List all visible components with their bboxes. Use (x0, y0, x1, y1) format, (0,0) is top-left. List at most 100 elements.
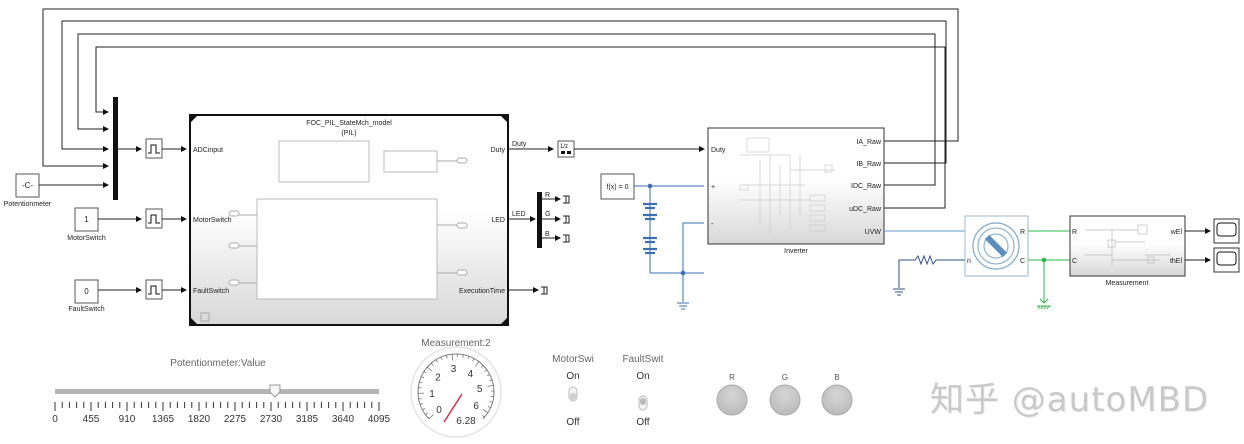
scope-wel-block[interactable] (1213, 218, 1240, 244)
lamp-icon (821, 384, 853, 416)
slider-tick-label: 3185 (296, 414, 319, 425)
solver-config-block[interactable]: f(x) = 0 (600, 173, 635, 200)
rate-transition-block[interactable] (145, 138, 163, 159)
lamp-label: B (834, 373, 839, 382)
slider-thumb[interactable] (269, 384, 281, 398)
potentiometer-value: -C- (22, 181, 33, 190)
demux-b-label: B (545, 231, 550, 238)
gauge-minor-tick (425, 412, 429, 415)
measurement-block[interactable]: R C wEl thEl Measurement (1069, 215, 1186, 287)
fault-switch-toggle[interactable]: FaultSwit On Off (622, 354, 663, 428)
inner-block (383, 150, 438, 173)
pil-model-block[interactable]: FOC_PIL_StateMch_model (PIL) ADCinput Mo… (189, 114, 509, 326)
led-demux[interactable] (537, 192, 542, 248)
fault-switch-value: 0 (84, 287, 89, 296)
gauge-minor-tick (487, 406, 491, 408)
measurement-port-wel: wEl (1170, 229, 1183, 236)
lamp-r: R (716, 373, 748, 416)
gauge-major-tick (482, 409, 489, 413)
lamp-b: B (821, 373, 853, 416)
rate-transition-block[interactable] (145, 208, 163, 229)
scope-thel-block[interactable] (1213, 247, 1240, 273)
inverter-port-udc: uDC_Raw (849, 206, 882, 213)
feedback-lines (42, 8, 959, 209)
pmsm-motor-block[interactable]: n R C (964, 215, 1029, 277)
gauge-major-tick (427, 366, 433, 372)
zoh-block[interactable]: 1/z (557, 140, 575, 158)
potentiometer-label: Potentionmeter (4, 201, 52, 208)
inverter-block[interactable]: Duty + - IA_Raw IB_Raw IDC_Raw uDC_Raw U… (707, 127, 885, 255)
port-executiontime: ExecutionTime (459, 288, 505, 295)
lamp-icon (716, 384, 748, 416)
slider-track[interactable] (55, 389, 379, 394)
port-faultswitch: FaultSwitch (193, 288, 229, 295)
dc-supply[interactable] (634, 183, 704, 310)
inverter-internal-diagram (739, 137, 835, 235)
slider-tick-label: 455 (83, 414, 100, 425)
gauge-minor-tick (419, 403, 424, 405)
slider-tick-label: 0 (52, 414, 58, 425)
gauge-minor-tick (467, 356, 470, 360)
inverter-port-minus: - (711, 221, 714, 228)
pil-model-subtitle: (PIL) (341, 130, 356, 137)
slider-title: Potentionmeter:Value (170, 358, 266, 369)
demux-g-label: G (545, 211, 550, 218)
motor-switch-block[interactable]: 1 MotorSwitch (67, 207, 106, 242)
slider-tick-label: 910 (119, 414, 136, 425)
measurement-port-thel: thEl (1170, 258, 1183, 265)
switch-title: FaultSwit (622, 354, 663, 365)
port-adcinput: ADCinput (193, 147, 223, 154)
gauge-minor-tick (481, 414, 485, 418)
potentiometer-block[interactable]: -C- Potentionmeter (4, 173, 52, 208)
neutral-resistor[interactable] (893, 254, 965, 296)
svg-text:1/z: 1/z (560, 144, 568, 150)
inverter-port-idc: IDC_Raw (851, 183, 882, 190)
slider-tick-label: 4095 (368, 414, 391, 425)
port-duty: Duty (491, 147, 506, 154)
lamp-label: G (782, 373, 788, 382)
gauge-tick-label: 4 (468, 369, 474, 380)
inverter-port-duty: Duty (711, 147, 726, 154)
motor-switch-value: 1 (84, 215, 89, 224)
inverter-port-ib: IB_Raw (856, 161, 881, 168)
rate-transition-block[interactable] (145, 279, 163, 300)
gauge-minor-tick (472, 358, 475, 362)
adc-mux[interactable] (113, 97, 118, 200)
fault-switch-label: FaultSwitch (68, 306, 104, 313)
gauge-needle (443, 393, 463, 423)
inner-block (278, 140, 370, 183)
gauge-minor-tick (489, 401, 493, 403)
gauge-major-tick (428, 414, 434, 420)
gauge-tick-label: 6 (473, 401, 479, 412)
gauge-major-tick (451, 354, 453, 361)
gauge-tick-label: 5 (477, 384, 483, 395)
signal-duty-label: Duty (512, 141, 527, 148)
pil-model-title: FOC_PIL_StateMch_model (306, 120, 392, 127)
motor-port-c: C (1020, 258, 1025, 265)
gauge-minor-tick (421, 376, 425, 379)
gauge-minor-tick (422, 408, 426, 411)
switch-on-label: On (636, 371, 649, 382)
slider-tick-label: 1820 (188, 414, 211, 425)
gauge-arc (417, 353, 495, 420)
gauge-tick-label: 0 (436, 405, 442, 416)
measurement-label: Measurement (1106, 280, 1149, 287)
signal-led-label: LED (512, 211, 526, 218)
lamp-g: G (769, 373, 801, 416)
port-led: LED (491, 217, 505, 224)
slider-tick-label: 2730 (260, 414, 283, 425)
motor-switch-toggle[interactable]: MotorSwi On Off (552, 354, 594, 428)
lamp-icon (769, 384, 801, 416)
led-terminators (508, 195, 570, 295)
demux-r-label: R (545, 192, 550, 199)
gauge-title: Measurement:2 (421, 338, 491, 349)
gauge-minor-tick (418, 398, 422, 400)
fault-switch-block[interactable]: 0 FaultSwitch (68, 279, 105, 313)
measurement-port-c: C (1072, 258, 1077, 265)
switch-off-label: Off (636, 417, 649, 428)
solver-label: f(x) = 0 (607, 184, 629, 191)
